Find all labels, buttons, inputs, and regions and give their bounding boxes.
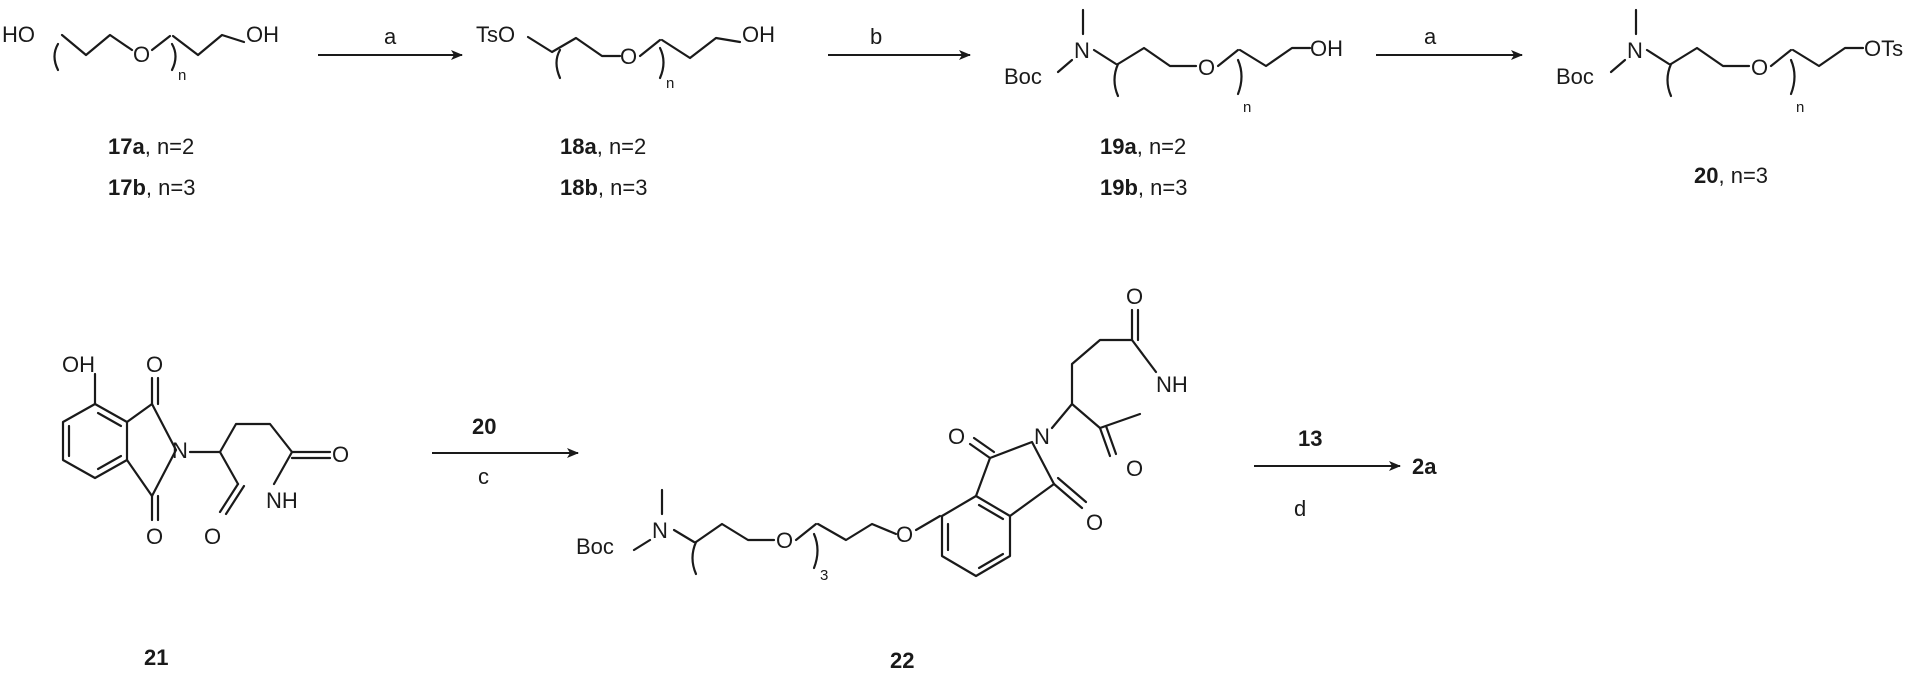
arrow-step-a-1: a	[318, 24, 463, 60]
subscript-n: n	[1796, 99, 1804, 116]
compound-label-17b: 17b, n=3	[108, 175, 195, 200]
atom-n: N	[1034, 424, 1050, 449]
subscript-n: n	[1243, 99, 1251, 116]
atom-oh: OH	[742, 22, 775, 47]
atom-oh: OH	[1310, 36, 1343, 61]
atom-o: O	[896, 522, 913, 547]
atom-boc: Boc	[1556, 64, 1594, 89]
atom-n: N	[652, 518, 668, 543]
atom-o: O	[948, 424, 965, 449]
subscript-n: n	[178, 67, 186, 84]
compound-label-19b: 19b, n=3	[1100, 175, 1187, 200]
atom-nh: NH	[266, 488, 298, 513]
compound-label-20: 20, n=3	[1694, 163, 1768, 188]
atom-o: O	[1198, 55, 1215, 80]
compound-label-21: 21	[144, 645, 168, 670]
atom-ho: HO	[2, 22, 35, 47]
arrow-step-d: 13 d	[1254, 426, 1401, 521]
atom-o: O	[1751, 55, 1768, 80]
atom-tso: TsO	[476, 22, 515, 47]
compound-label-18a: 18a, n=2	[560, 134, 646, 159]
atom-o: O	[332, 442, 349, 467]
compound-label-17a: 17a, n=2	[108, 134, 194, 159]
atom-o: O	[1126, 456, 1143, 481]
atom-o: O	[1086, 510, 1103, 535]
reagent-b: b	[870, 24, 882, 49]
atom-o: O	[204, 524, 221, 549]
compound-label-19a: 19a, n=2	[1100, 134, 1186, 159]
product-2a: 2a	[1412, 454, 1437, 479]
structure-22: N Boc O 3 O O O N O NH O	[576, 284, 1188, 584]
subscript-n: n	[666, 75, 674, 92]
structure-20: N Boc O n OTs	[1556, 8, 1903, 116]
atom-oh: OH	[246, 22, 279, 47]
compound-label-22: 22	[890, 648, 914, 673]
atom-o: O	[146, 352, 163, 377]
structure-17: HO O n OH	[2, 22, 279, 84]
atom-o: O	[620, 44, 637, 69]
atom-o: O	[133, 42, 150, 67]
structure-19: N Boc O n OH	[1004, 8, 1343, 116]
atom-o: O	[776, 528, 793, 553]
atom-ots: OTs	[1864, 36, 1903, 61]
atom-oh: OH	[62, 352, 95, 377]
atom-nh: NH	[1156, 372, 1188, 397]
arrow-step-a-2: a	[1376, 24, 1523, 60]
reagent-a: a	[384, 24, 397, 49]
atom-o: O	[1126, 284, 1143, 309]
atom-n: N	[1627, 38, 1643, 63]
atom-boc: Boc	[1004, 64, 1042, 89]
arrow-step-c: 20 c	[432, 414, 579, 489]
atom-n: N	[172, 438, 188, 463]
reagent-c: c	[478, 464, 489, 489]
reagent-20: 20	[472, 414, 496, 439]
reagent-d: d	[1294, 496, 1306, 521]
structure-21: OH O O N O O NH	[61, 352, 349, 549]
atom-boc: Boc	[576, 534, 614, 559]
arrow-step-b: b	[828, 24, 971, 60]
atom-o: O	[146, 524, 163, 549]
structure-18: TsO O n OH	[476, 22, 775, 92]
atom-n: N	[1074, 38, 1090, 63]
reagent-13: 13	[1298, 426, 1322, 451]
reagent-a: a	[1424, 24, 1437, 49]
subscript-3: 3	[820, 567, 828, 584]
compound-label-18b: 18b, n=3	[560, 175, 647, 200]
